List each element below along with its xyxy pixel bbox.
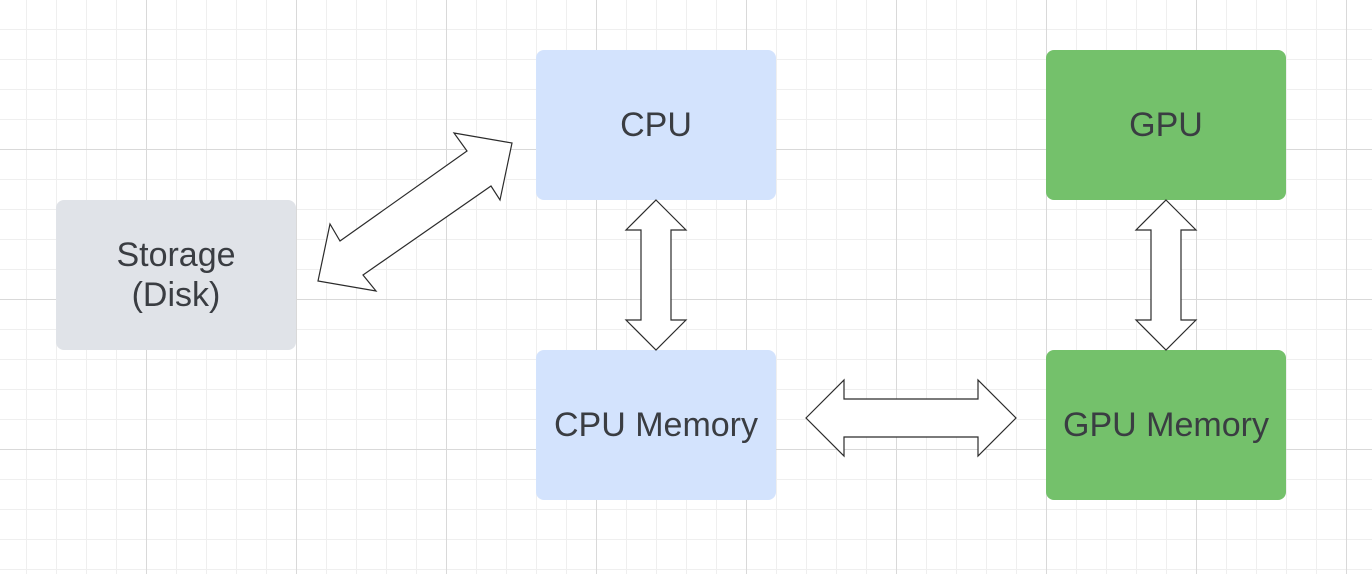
gpu-label: GPU (1129, 106, 1203, 144)
gpu-memory-node[interactable]: GPU Memory (1046, 350, 1286, 500)
cpumemory-gpumemory-double-arrow[interactable] (805, 378, 1017, 458)
gpu-gpumemory-double-arrow[interactable] (1134, 199, 1198, 351)
gpu-memory-label: GPU Memory (1063, 406, 1269, 444)
cpu-memory-label: CPU Memory (553, 406, 759, 444)
storage-cpu-double-arrow[interactable] (317, 132, 513, 292)
cpu-memory-node[interactable]: CPU Memory (536, 350, 776, 500)
cpu-label: CPU (620, 106, 692, 144)
cpu-cpumemory-double-arrow[interactable] (624, 199, 688, 351)
storage-node[interactable]: Storage (Disk) (56, 200, 296, 350)
cpu-node[interactable]: CPU (536, 50, 776, 200)
storage-label: Storage (Disk) (116, 236, 236, 314)
gpu-node[interactable]: GPU (1046, 50, 1286, 200)
